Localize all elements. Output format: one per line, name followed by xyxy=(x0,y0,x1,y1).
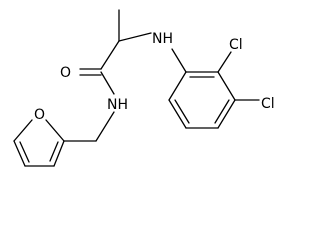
furan-bond-c2-o xyxy=(45,119,65,142)
bond-alpha-carbonyl xyxy=(100,40,120,70)
bond-amide-ch2 xyxy=(95,111,115,142)
ring-bond-3-4-inner xyxy=(214,99,230,124)
bond-carbonyl-amide xyxy=(100,71,115,95)
molecule-structure: O NH NH O Cl Cl xyxy=(13,9,275,167)
ring-bond-2-3 xyxy=(217,71,236,101)
furan-ring xyxy=(13,119,65,167)
backbone-bonds xyxy=(63,9,187,142)
furan-bond-c5-c4 xyxy=(13,140,26,167)
benzene-ring xyxy=(168,51,260,129)
bond-ring-cl1 xyxy=(217,51,232,73)
atom-labels: O NH NH O Cl Cl xyxy=(34,31,275,123)
bond-amine-ring xyxy=(171,48,187,73)
furan-bond-c3-c2-inner xyxy=(49,141,59,162)
chlorine-2-label: Cl xyxy=(261,96,275,112)
chlorine-1-label: Cl xyxy=(229,37,243,53)
ring-bond-6-1 xyxy=(168,71,187,101)
furan-oxygen-label: O xyxy=(34,107,45,123)
bond-alpha-amine xyxy=(118,32,152,42)
furan-bond-c3-c2 xyxy=(53,140,65,167)
ring-bond-5-6 xyxy=(168,99,187,129)
amine-nh-label: NH xyxy=(152,31,173,47)
furan-bond-c5-c4-inner xyxy=(19,141,30,163)
ring-bond-5-6-inner xyxy=(174,99,190,124)
amide-nh-label: NH xyxy=(107,97,128,113)
furan-bond-o-c5 xyxy=(13,119,33,142)
ring-bond-3-4 xyxy=(217,99,236,129)
carbonyl-oxygen-label: O xyxy=(60,65,71,81)
